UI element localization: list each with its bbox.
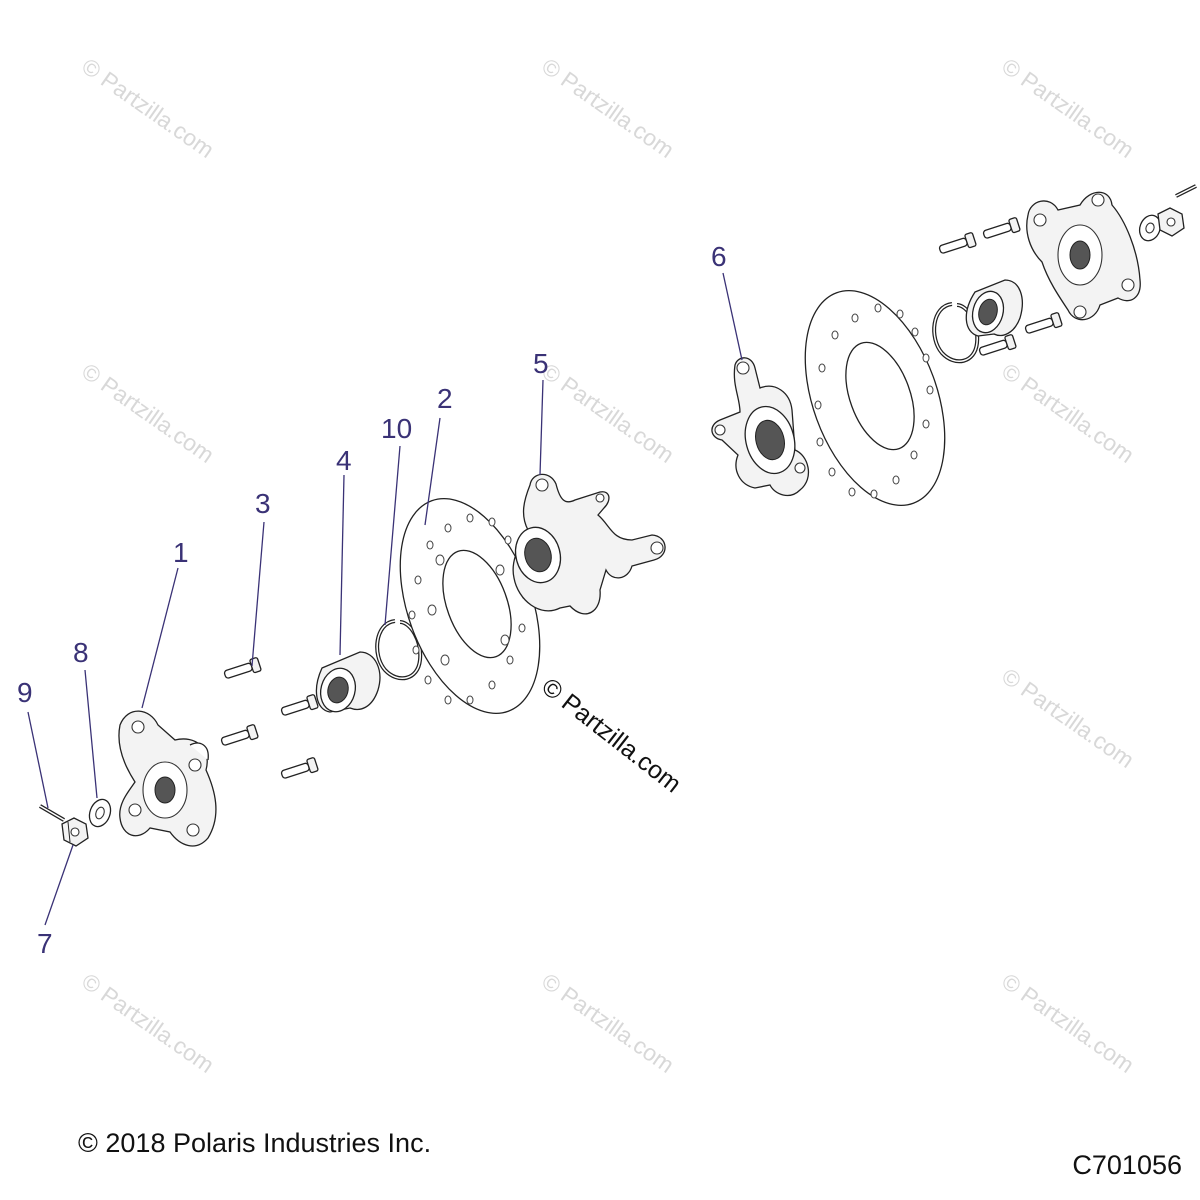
- callout-8: 8: [73, 637, 89, 668]
- leader-6: [722, 272, 743, 361]
- leader-8: [84, 669, 98, 799]
- diagram-code: C701056: [1072, 1150, 1182, 1180]
- watermark: © Partzilla.com: [997, 663, 1139, 773]
- leader-5: [539, 379, 544, 476]
- wheel-hub-part: [118, 710, 217, 847]
- callout-9: 9: [17, 677, 33, 708]
- callout-3: 3: [255, 488, 271, 519]
- leader-3: [251, 521, 265, 667]
- watermark: © Partzilla.com: [537, 53, 679, 163]
- leader-7: [44, 844, 74, 926]
- callout-7: 7: [37, 928, 53, 959]
- watermark: © Partzilla.com: [997, 358, 1139, 468]
- castle-nut-part: [61, 817, 89, 847]
- brake-disc-opposite-part: [804, 289, 946, 507]
- callout-1: 1: [173, 537, 189, 568]
- callout-4: 4: [336, 445, 352, 476]
- watermark: © Partzilla.com: [997, 53, 1139, 163]
- watermark: © Partzilla.com: [77, 358, 219, 468]
- wheel-studs-opposite-part: [938, 217, 1063, 356]
- copyright-notice: © 2018 Polaris Industries Inc.: [78, 1128, 432, 1158]
- castle-nut-opposite-part: [1157, 207, 1185, 237]
- washer-opposite-part: [1138, 214, 1162, 242]
- watermark: © Partzilla.com: [537, 968, 679, 1078]
- watermark: © Partzilla.com: [537, 358, 679, 468]
- brake-disc-part: [399, 497, 541, 715]
- leader-4: [339, 474, 345, 656]
- wheel-hub-opposite-part: [1026, 191, 1141, 321]
- callout-5: 5: [533, 348, 549, 379]
- callout-leaders: [27, 272, 743, 926]
- callout-6: 6: [711, 241, 727, 272]
- wheel-studs-part: [220, 657, 319, 779]
- watermark: © Partzilla.com: [77, 968, 219, 1078]
- steering-knuckle-opposite-part: [711, 357, 810, 497]
- center-watermark: © Partzilla.com: [536, 673, 686, 799]
- steering-knuckle-part: [512, 473, 666, 615]
- cotter-pin-part: [38, 804, 66, 822]
- leader-1: [141, 567, 179, 709]
- washer-part: [88, 798, 112, 828]
- callout-10: 10: [381, 413, 412, 444]
- leader-2: [424, 417, 441, 526]
- cotter-pin-opposite-part: [1175, 184, 1197, 198]
- wheel-bearing-opposite-part: [965, 279, 1023, 337]
- callout-2: 2: [437, 383, 453, 414]
- leader-9: [27, 711, 49, 809]
- wheel-bearing-part: [315, 651, 381, 713]
- callout-numbers: 1 2 3 4 5 6 7 8 9 10: [17, 241, 727, 959]
- leader-10: [384, 445, 401, 626]
- watermark: © Partzilla.com: [77, 53, 219, 163]
- watermark: © Partzilla.com: [997, 968, 1139, 1078]
